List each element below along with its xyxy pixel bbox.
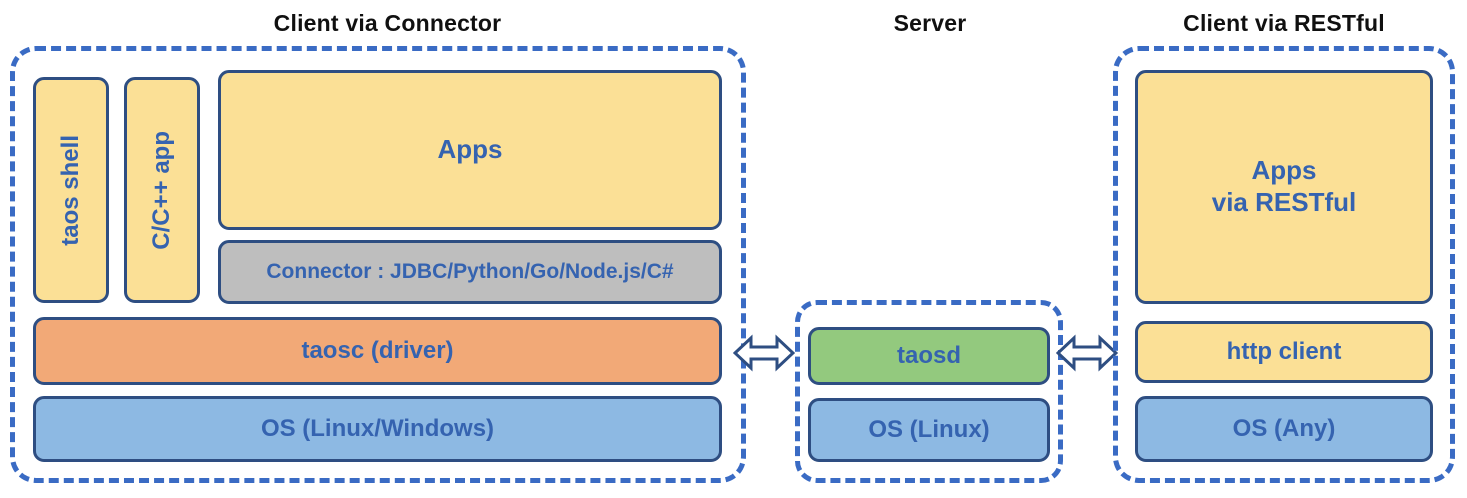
box-apps-via-restful[interactable]: Apps via RESTful [1135,70,1433,304]
box-connector[interactable]: Connector : JDBC/Python/Go/Node.js/C# [218,240,722,304]
panel-server [795,300,1063,483]
box-taosd[interactable]: taosd [808,327,1050,385]
double-arrow-horizontal-icon [1055,330,1119,376]
box-taosc-driver-label: taosc (driver) [301,337,454,365]
box-os-any-label: OS (Any) [1232,415,1336,443]
column-title-client-connector: Client via Connector [273,10,502,36]
box-apps-via-restful-label-line1: Apps [1251,155,1317,186]
box-taosc-driver[interactable]: taosc (driver) [33,317,722,385]
box-taosd-label: taosd [896,342,961,370]
box-apps-via-restful-label-line2: via RESTful [1211,187,1357,217]
box-http-client-label: http client [1226,338,1342,366]
panel-client-connector [10,46,746,483]
column-title-server: Server [893,10,967,36]
box-os-any[interactable]: OS (Any) [1135,396,1433,462]
box-os-server-label: OS (Linux) [868,416,990,444]
box-connector-label: Connector : JDBC/Python/Go/Node.js/C# [266,260,674,284]
box-c-cpp-app-label: C/C++ app [148,130,176,250]
double-arrow-horizontal-icon [732,330,796,376]
column-title-client-restful: Client via RESTful [1183,10,1385,36]
box-apps-label: Apps [437,134,503,165]
box-os-server[interactable]: OS (Linux) [808,398,1050,462]
box-apps[interactable]: Apps [218,70,722,230]
box-taos-shell[interactable]: taos shell [33,77,109,303]
box-os-client-label: OS (Linux/Windows) [260,415,495,443]
box-os-client[interactable]: OS (Linux/Windows) [33,396,722,462]
panel-client-restful [1113,46,1455,483]
box-http-client[interactable]: http client [1135,321,1433,383]
box-taos-shell-label: taos shell [57,134,85,246]
box-c-cpp-app[interactable]: C/C++ app [124,77,200,303]
